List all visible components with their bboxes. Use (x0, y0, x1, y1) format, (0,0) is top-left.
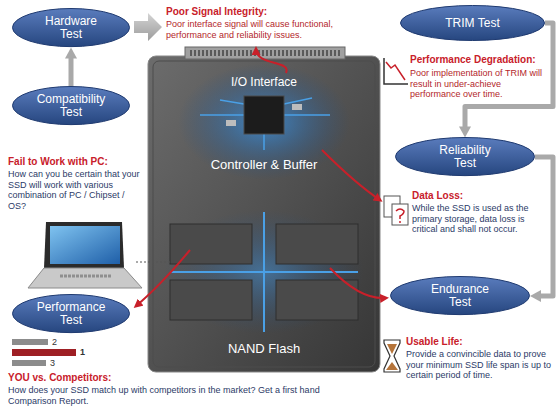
question-mark (396, 209, 404, 219)
arrowhead (65, 48, 77, 59)
rank-bar (12, 360, 46, 366)
callout-heading: 1 (80, 347, 85, 358)
ellipse-fill (13, 9, 130, 47)
controller-chip (244, 96, 284, 134)
laptop-base (28, 268, 142, 288)
node-label: Reliability Test (430, 144, 500, 170)
question-dot (399, 221, 401, 223)
rank-bar (12, 349, 76, 356)
node-text-wrap: Compatibility Test (37, 93, 106, 119)
node-text-wrap: Hardware Test (42, 15, 101, 41)
callout-text: Poor interface signal will cause functio… (166, 19, 356, 40)
callout-text: 2 (52, 337, 57, 348)
callout-arrow (322, 150, 380, 200)
callout-text: Poor implementation of TRIM will result … (410, 68, 548, 100)
callout-heading: YOU vs. Competitors: (8, 372, 348, 384)
callout-text: Provide a convincible data to prove your… (406, 349, 552, 381)
node-label: Performance Test (37, 301, 106, 327)
pcb-glow (178, 64, 350, 180)
node-label: TRIM Test (445, 17, 499, 30)
callout-heading: Poor Signal Integrity: (166, 6, 356, 18)
part-name: Controller & Buffer (211, 158, 318, 173)
component (226, 120, 236, 126)
callout-text: 3 (50, 358, 55, 369)
hourglass (384, 340, 400, 372)
callout-text: While the SSD is used as the primary sto… (412, 203, 548, 235)
connector-line (535, 157, 553, 296)
callout-arrow (136, 250, 190, 306)
callout-heading: Performance Degradation: (410, 54, 548, 66)
hourglass-sand (386, 344, 398, 370)
dotted-link (136, 262, 172, 263)
ellipse-fill (391, 277, 530, 315)
laptop-lid (44, 222, 124, 268)
ellipse-fill (401, 6, 545, 41)
block-arrow (134, 13, 162, 41)
test-ellipse: TRIM Test (400, 5, 545, 41)
laptop-screen (50, 226, 120, 264)
ellipse-fill (396, 138, 535, 176)
part-name: NAND Flash (228, 342, 300, 357)
flow-arrow (65, 48, 77, 87)
node-text-wrap: Reliability Test (430, 144, 500, 170)
callout-arrow (256, 49, 287, 73)
test-ellipse: Endurance Test (390, 276, 530, 315)
callout-heading: Fail to Work with PC: (8, 156, 144, 168)
ssd-inner-edge (153, 61, 375, 367)
connector-line (69, 58, 74, 87)
rank-bar (12, 339, 48, 345)
chart-line (386, 62, 405, 80)
test-ellipse: Compatibility Test (12, 86, 130, 125)
component (292, 104, 302, 110)
callout-heading: Usable Life: (406, 336, 552, 348)
test-ellipse: Reliability Test (395, 137, 535, 176)
callout-heading: Data Loss: (412, 190, 548, 202)
node-label: Compatibility Test (37, 93, 106, 119)
arrowhead (459, 126, 471, 137)
node-text-wrap: TRIM Test (445, 17, 499, 30)
node-text-wrap: Endurance Test (425, 283, 495, 309)
sata-connector (185, 47, 345, 59)
ellipse-fill (13, 87, 130, 125)
pcb-trace (170, 212, 358, 332)
document-icon (392, 204, 408, 225)
arrowhead (530, 290, 541, 302)
callout-text: How does your SSD match up with competit… (8, 385, 358, 406)
part-name: I/O Interface (231, 76, 297, 90)
callout-text: How can you be certain that your SSD wil… (8, 169, 144, 211)
node-text-wrap: Performance Test (37, 301, 106, 327)
flow-arrow (530, 157, 553, 302)
node-label: Hardware Test (42, 15, 101, 41)
nand-chip (276, 280, 358, 320)
connector-pins (190, 50, 340, 56)
node-label: Endurance Test (425, 283, 495, 309)
test-ellipse: Performance Test (12, 294, 130, 333)
chart-axes (384, 58, 408, 84)
test-ellipse: Hardware Test (12, 8, 130, 47)
nand-chip (170, 280, 252, 320)
ssd-housing (148, 56, 380, 372)
callout-arrow (330, 268, 386, 298)
nand-chip (276, 224, 358, 264)
laptop-keys (60, 275, 112, 278)
ellipse-fill (13, 295, 130, 333)
